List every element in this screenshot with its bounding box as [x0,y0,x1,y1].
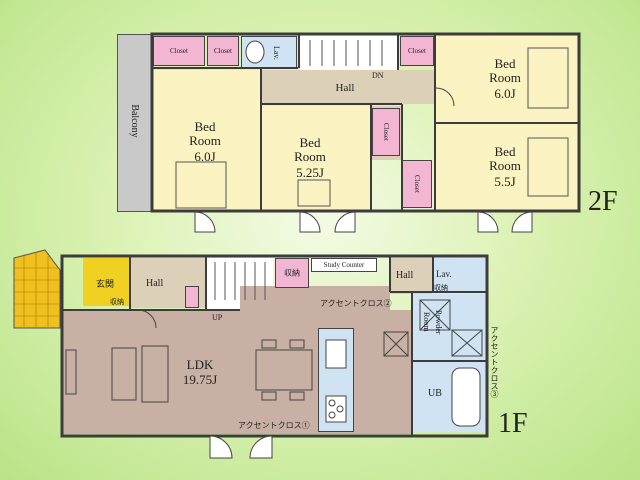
hall-1f-right-label: Hall [396,270,414,281]
lav-1f-floor [434,258,486,292]
bedroom-bottom-right-size: 5.5J [494,174,516,189]
bedroom-left-floor [153,70,260,210]
bedroom-top-right-name: Bed Room [489,56,521,85]
dn-label: DN [372,71,384,80]
accent-cross-1-label: アクセントクロス① [238,421,310,430]
closet-label: Closet [413,175,421,193]
closet-2f-5: Closet [402,160,432,208]
study-counter-label: Study Counter [323,261,365,269]
bedroom-mid-floor [262,106,370,210]
floor-tag-2f: 2F [588,186,618,217]
closet-label: Closet [408,47,426,55]
bedroom-left-size: 6.0J [194,149,216,164]
accent-cross-3-label: アクセントクロス③ [490,326,499,398]
closet-label: Closet [382,123,390,141]
genkan-floor [83,258,129,306]
bedroom-top-right-size: 6.0J [494,86,516,101]
hall-2f-floor [262,70,434,104]
hall-1f-right-floor [390,258,432,294]
accent-cross-2-label: アクセントクロス② [320,299,392,308]
bedroom-mid-name: Bed Room [294,135,326,164]
ldk-name: LDK [186,357,214,372]
up-label: UP [212,313,223,322]
closet-2f-2: Closet [207,36,239,66]
study-counter: Study Counter [311,258,377,272]
bedroom-bottom-right-name: Bed Room [489,144,521,173]
ldk-size: 19.75J [182,372,218,387]
ub-label: UB [428,388,442,399]
lav-2f-label: Lav. [272,46,281,60]
bedroom-mid-size: 5.25J [296,165,324,180]
shuno-stair-label: 収納 [284,268,300,278]
closet-label: Closet [170,47,188,55]
lav-1f-label: Lav. [436,269,452,279]
hall-2f-label: Hall [335,82,355,94]
powder-room-label: Powder Room [422,310,443,335]
shuno-stair: 収納 [275,258,309,288]
shuno-lav-label: 収納 [434,284,448,292]
hall-1f-left-label: Hall [146,278,164,289]
bedroom-top-right-floor [436,34,578,122]
closet-2f-3: Closet [400,36,434,66]
genkan-label: 玄関 [96,279,115,289]
closet-stair-narrow [185,286,199,308]
balcony [117,34,153,212]
closet-label: Closet [214,47,232,55]
bedroom-left-name: Bed Room [189,119,221,148]
floor-tag-1f: 1F [498,408,528,439]
shuno-entry-label: 収納 [110,298,124,306]
closet-2f-4: Closet [372,108,400,156]
